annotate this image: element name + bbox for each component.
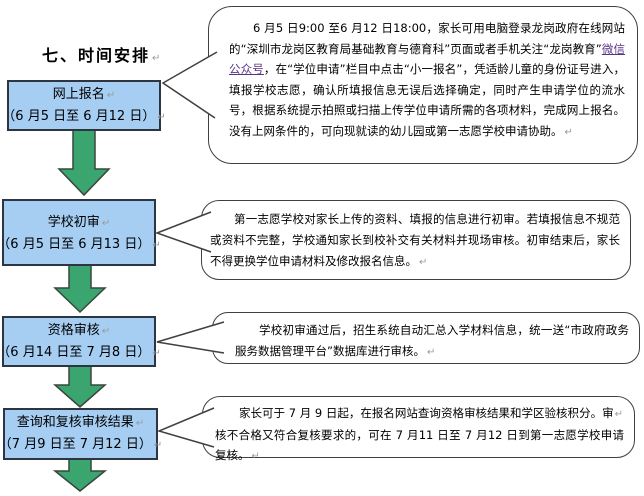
step-date: （7 月9 日至 7 月12 日） — [0, 437, 152, 452]
flow-step-school-initial-review: 学校初审↵ （6 月5 日至 6 月13 日）↵ — [0, 199, 161, 266]
paragraph-mark: ↵ — [426, 347, 436, 358]
callout-text-result-query-review: 家长可于 7 月 9 日起，在报名网站查询资格审核结果和学区验核积分。审↵核不合… — [203, 397, 634, 467]
paragraph-mark: ↵ — [157, 111, 166, 123]
down-arrow-icon-4 — [52, 458, 108, 492]
paragraph-mark: ↵ — [152, 347, 161, 359]
flow-step-online-registration: 网上报名↵ （6 月5 日至 6 月12 日）↵ — [2, 80, 166, 131]
paragraph-mark: ↵ — [251, 451, 260, 462]
flow-step-result-query-review: 查询和复核审核结果↵ （7 月9 日至 7 月12 日）↵ — [0, 408, 162, 460]
section-title: 七、时间安排↵ — [42, 42, 160, 66]
step-date: （6 月14 日至 7 月8 日） — [0, 344, 151, 360]
callout-segment: 核不合格又符合复核要求的，可在 7 月11 日至 7 月12 日到第一志愿学校申… — [215, 428, 624, 462]
callout-segment: 第一志愿学校对家长上传的资料、填报的信息进行初审。若填报信息不规范或资料不完整，… — [210, 212, 620, 268]
callout-qualification-check: 学校初审通过后，招生系统自动汇总入学材料信息，统一送“市政府政务服务数据管理平台… — [212, 312, 640, 364]
step-date: （6 月5 日至 6 月12 日） — [2, 108, 156, 124]
callout-result-query-review: 家长可于 7 月 9 日起，在报名网站查询资格审核结果和学区验核积分。审↵核不合… — [202, 396, 635, 462]
paragraph-mark: ↵ — [101, 325, 111, 337]
step-name: 查询和复核审核结果 — [16, 415, 134, 430]
down-arrow-icon-1 — [57, 129, 111, 197]
step-name: 网上报名 — [52, 86, 105, 102]
callout-segment: 家长可于 7 月 9 日起，在报名网站查询资格审核结果和学区验核积分。审 — [239, 406, 614, 420]
down-arrow-icon-2 — [53, 264, 107, 314]
line-break-mark: ↵ — [614, 409, 623, 420]
paragraph-mark: ↵ — [106, 89, 116, 101]
callout-segment: ，在“学位申请”栏目中点击“小一报名”，凭适龄儿童的身份证号进入，填报学校志愿，… — [229, 62, 626, 138]
callout-segment: 6 月5 日9:00 至6 月12 日18:00，家长可用电脑登录龙岗政府在线网… — [229, 21, 625, 56]
callout-text-school-initial-review: 第一志愿学校对家长上传的资料、填报的信息进行初审。若填报信息不规范或资料不完整，… — [202, 201, 630, 273]
paragraph-mark: ↵ — [564, 126, 573, 138]
down-arrow-icon-3 — [53, 364, 107, 408]
paragraph-mark: ↵ — [152, 53, 161, 64]
callout-segment: 学校初审通过后，招生系统自动汇总入学材料信息，统一送“市政府政务服务数据管理平台… — [235, 323, 629, 358]
section-title-text: 七、时间安排 — [42, 46, 151, 65]
callout-text-online-registration: 6 月5 日9:00 至6 月12 日18:00，家长可用电脑登录龙岗政府在线网… — [209, 7, 637, 144]
step-name: 资格审核 — [47, 322, 100, 338]
step-date: （6 月5 日至 6 月13 日） — [0, 237, 151, 252]
paragraph-mark: ↵ — [101, 218, 111, 229]
paragraph-mark: ↵ — [419, 257, 428, 268]
paragraph-mark: ↵ — [153, 440, 163, 451]
paragraph-mark: ↵ — [152, 240, 161, 251]
step-name: 学校初审 — [47, 215, 100, 230]
paragraph-mark: ↵ — [135, 418, 145, 429]
callout-text-qualification-check: 学校初审通过后，招生系统自动汇总入学材料信息，统一送“市政府政务服务数据管理平台… — [213, 313, 639, 363]
flow-step-qualification-check: 资格审核↵ （6 月14 日至 7 月8 日）↵ — [0, 316, 161, 367]
wechat-official-account-link[interactable]: 微信公众号 — [229, 41, 626, 77]
callout-online-registration: 6 月5 日9:00 至6 月12 日18:00，家长可用电脑登录龙岗政府在线网… — [208, 6, 638, 164]
callout-school-initial-review: 第一志愿学校对家长上传的资料、填报的信息进行初审。若填报信息不规范或资料不完整，… — [201, 200, 631, 280]
